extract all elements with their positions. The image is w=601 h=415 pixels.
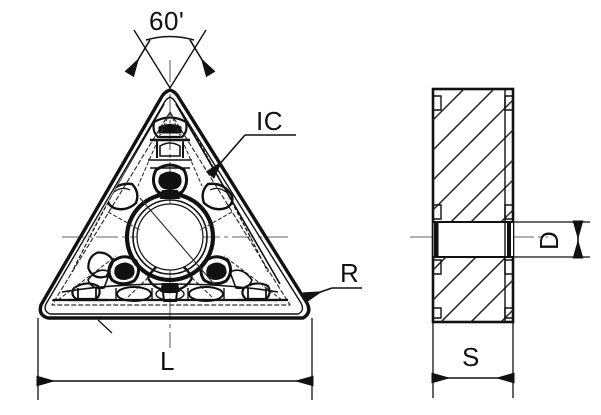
boss-top (151, 163, 189, 197)
bore-hole (136, 203, 204, 271)
chipbreaker-geometry (52, 103, 288, 302)
boss-bottom-right (199, 255, 233, 286)
angle-dimension-label: 60' (149, 6, 184, 36)
angle-arrow-right (189, 39, 216, 78)
bore-inner-circle (132, 199, 208, 275)
d-dimension: D (509, 220, 590, 259)
insert-land-profile (44, 96, 304, 315)
section-view-group: D S (410, 87, 590, 398)
bore-cut-line (139, 197, 215, 285)
section-edge-notches (433, 95, 513, 319)
relief-feature-lines (57, 111, 283, 301)
bottom-edge-pointer (97, 319, 113, 334)
corner-relief-shapes (87, 142, 253, 290)
l-dimension: L (36, 318, 314, 400)
ic-leader-line (205, 134, 246, 179)
s-dimension-label: S (462, 342, 480, 372)
angle-arrow-left (124, 39, 151, 78)
r-dimension-label: R (340, 258, 359, 288)
r-leader-line (302, 287, 333, 303)
plan-view-group: 60' IC R L (36, 6, 362, 400)
angle-leg-left (133, 29, 171, 89)
d-dimension-label: D (534, 231, 564, 250)
r-leader: R (302, 258, 362, 303)
section-hatch-lower (433, 257, 513, 322)
insert-outer-profile (38, 88, 311, 320)
angle-dimension: 60' (124, 6, 216, 89)
relief-lobe-top-right (201, 182, 234, 211)
ic-leader: IC (205, 106, 296, 179)
relief-lobe-top-left (106, 182, 139, 211)
bottom-chip-groove (52, 283, 288, 302)
s-dimension: S (431, 322, 515, 398)
rake-face-boundary (51, 111, 291, 306)
angle-leg-right (169, 29, 207, 89)
section-hatch-upper (433, 89, 513, 222)
l-dimension-label: L (160, 346, 175, 376)
bore-key-top (160, 190, 180, 199)
ic-dimension-label: IC (256, 106, 283, 136)
section-bore-fill (433, 222, 513, 257)
angle-arc (145, 35, 195, 41)
